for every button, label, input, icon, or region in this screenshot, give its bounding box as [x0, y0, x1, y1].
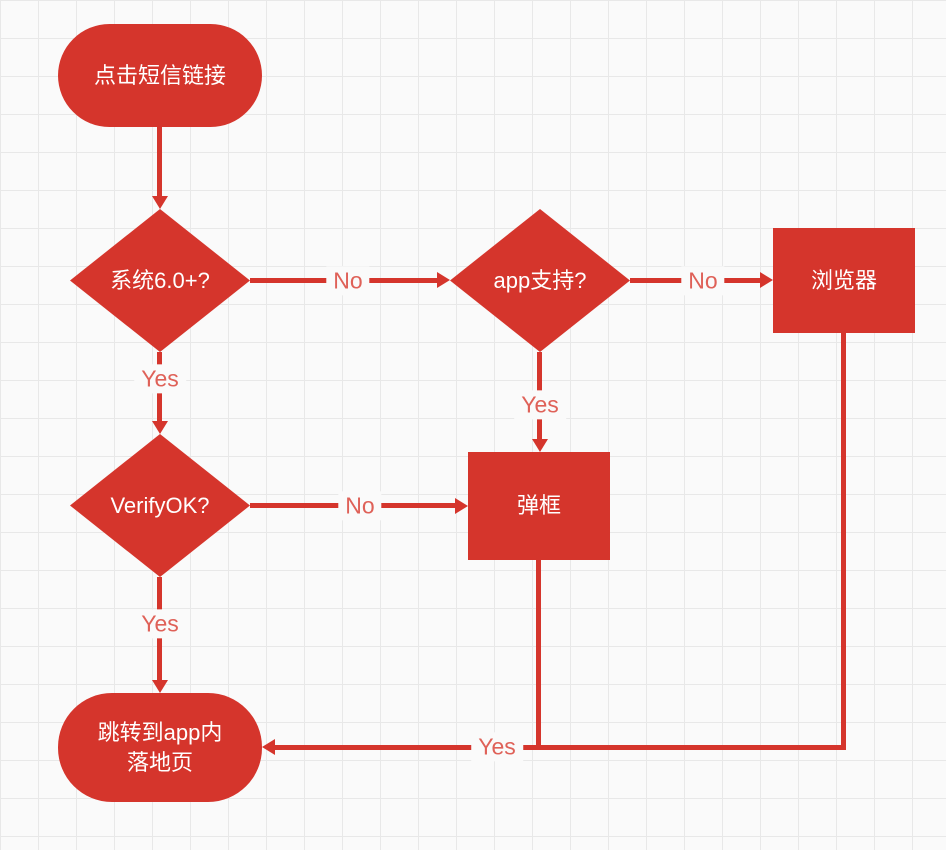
edge-label-system-yes: Yes	[134, 364, 186, 394]
arrowhead-down-icon	[152, 680, 168, 693]
node-app-support-decision: app支持?	[450, 209, 630, 352]
edge-label-app-no: No	[681, 266, 725, 296]
node-label: 点击短信链接	[93, 62, 226, 88]
arrowhead-right-icon	[760, 272, 773, 288]
node-label: 浏览器	[810, 267, 877, 293]
arrowhead-down-icon	[152, 196, 168, 209]
node-verify-decision: VerifyOK?	[70, 434, 250, 577]
node-label: 弹框	[516, 493, 561, 519]
node-label: VerifyOK?	[110, 492, 210, 518]
node-system-version-decision: 系统6.0+?	[70, 209, 250, 352]
arrowhead-left-icon	[262, 739, 275, 755]
node-browser-process: 浏览器	[773, 228, 915, 333]
node-label: 系统6.0+?	[110, 267, 210, 293]
node-start-terminator: 点击短信链接	[58, 24, 262, 127]
connector-merge-landing	[274, 745, 846, 750]
node-label: app支持?	[493, 267, 587, 293]
connector-popup-merge	[536, 560, 541, 750]
arrowhead-right-icon	[437, 272, 450, 288]
node-landing-terminator: 跳转到app内 落地页	[58, 693, 262, 802]
arrowhead-right-icon	[455, 498, 468, 514]
edge-label-app-yes: Yes	[514, 390, 566, 420]
arrowhead-down-icon	[152, 421, 168, 434]
arrowhead-down-icon	[532, 439, 548, 452]
connector-browser-merge	[841, 333, 846, 750]
node-popup-process: 弹框	[468, 452, 610, 560]
edge-label-system-no: No	[326, 266, 370, 296]
connector-start-system	[157, 127, 162, 197]
edge-label-verify-no: No	[338, 491, 382, 521]
edge-label-merge-yes: Yes	[471, 732, 523, 762]
node-label: 跳转到app内 落地页	[97, 719, 223, 775]
edge-label-verify-yes: Yes	[134, 609, 186, 639]
